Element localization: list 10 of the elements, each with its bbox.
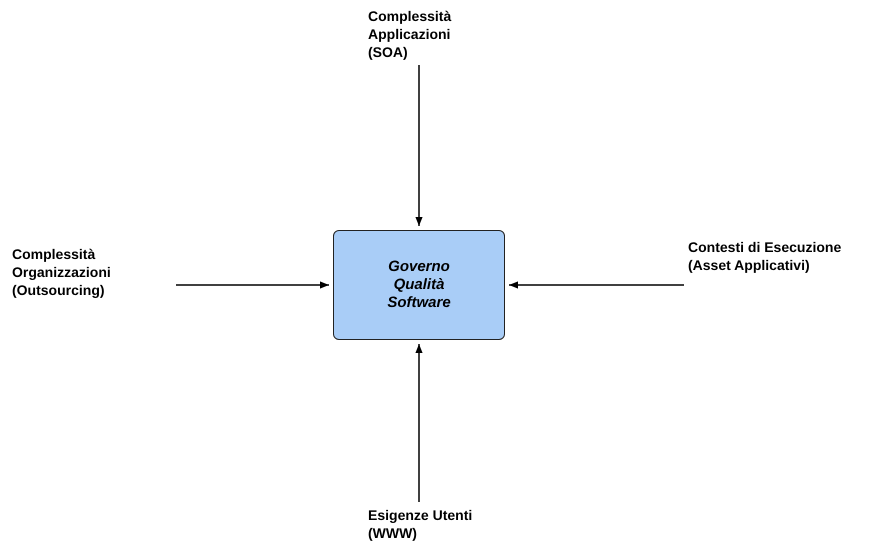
box-label: Governo Qualità Software (386, 258, 452, 312)
arrow (509, 281, 684, 289)
input-label: Complessità Organizzazioni (Outsourcing) (12, 245, 112, 299)
input-label: Contesti di Esecuzione (Asset Applicativi) (688, 238, 842, 274)
process-box (333, 230, 505, 340)
arrow (415, 344, 423, 502)
input-label: Complessità Applicazioni (SOA) (368, 7, 452, 61)
arrow (176, 281, 329, 289)
arrow (415, 65, 423, 226)
input-label: Esigenze Utenti (WWW) (368, 506, 474, 542)
